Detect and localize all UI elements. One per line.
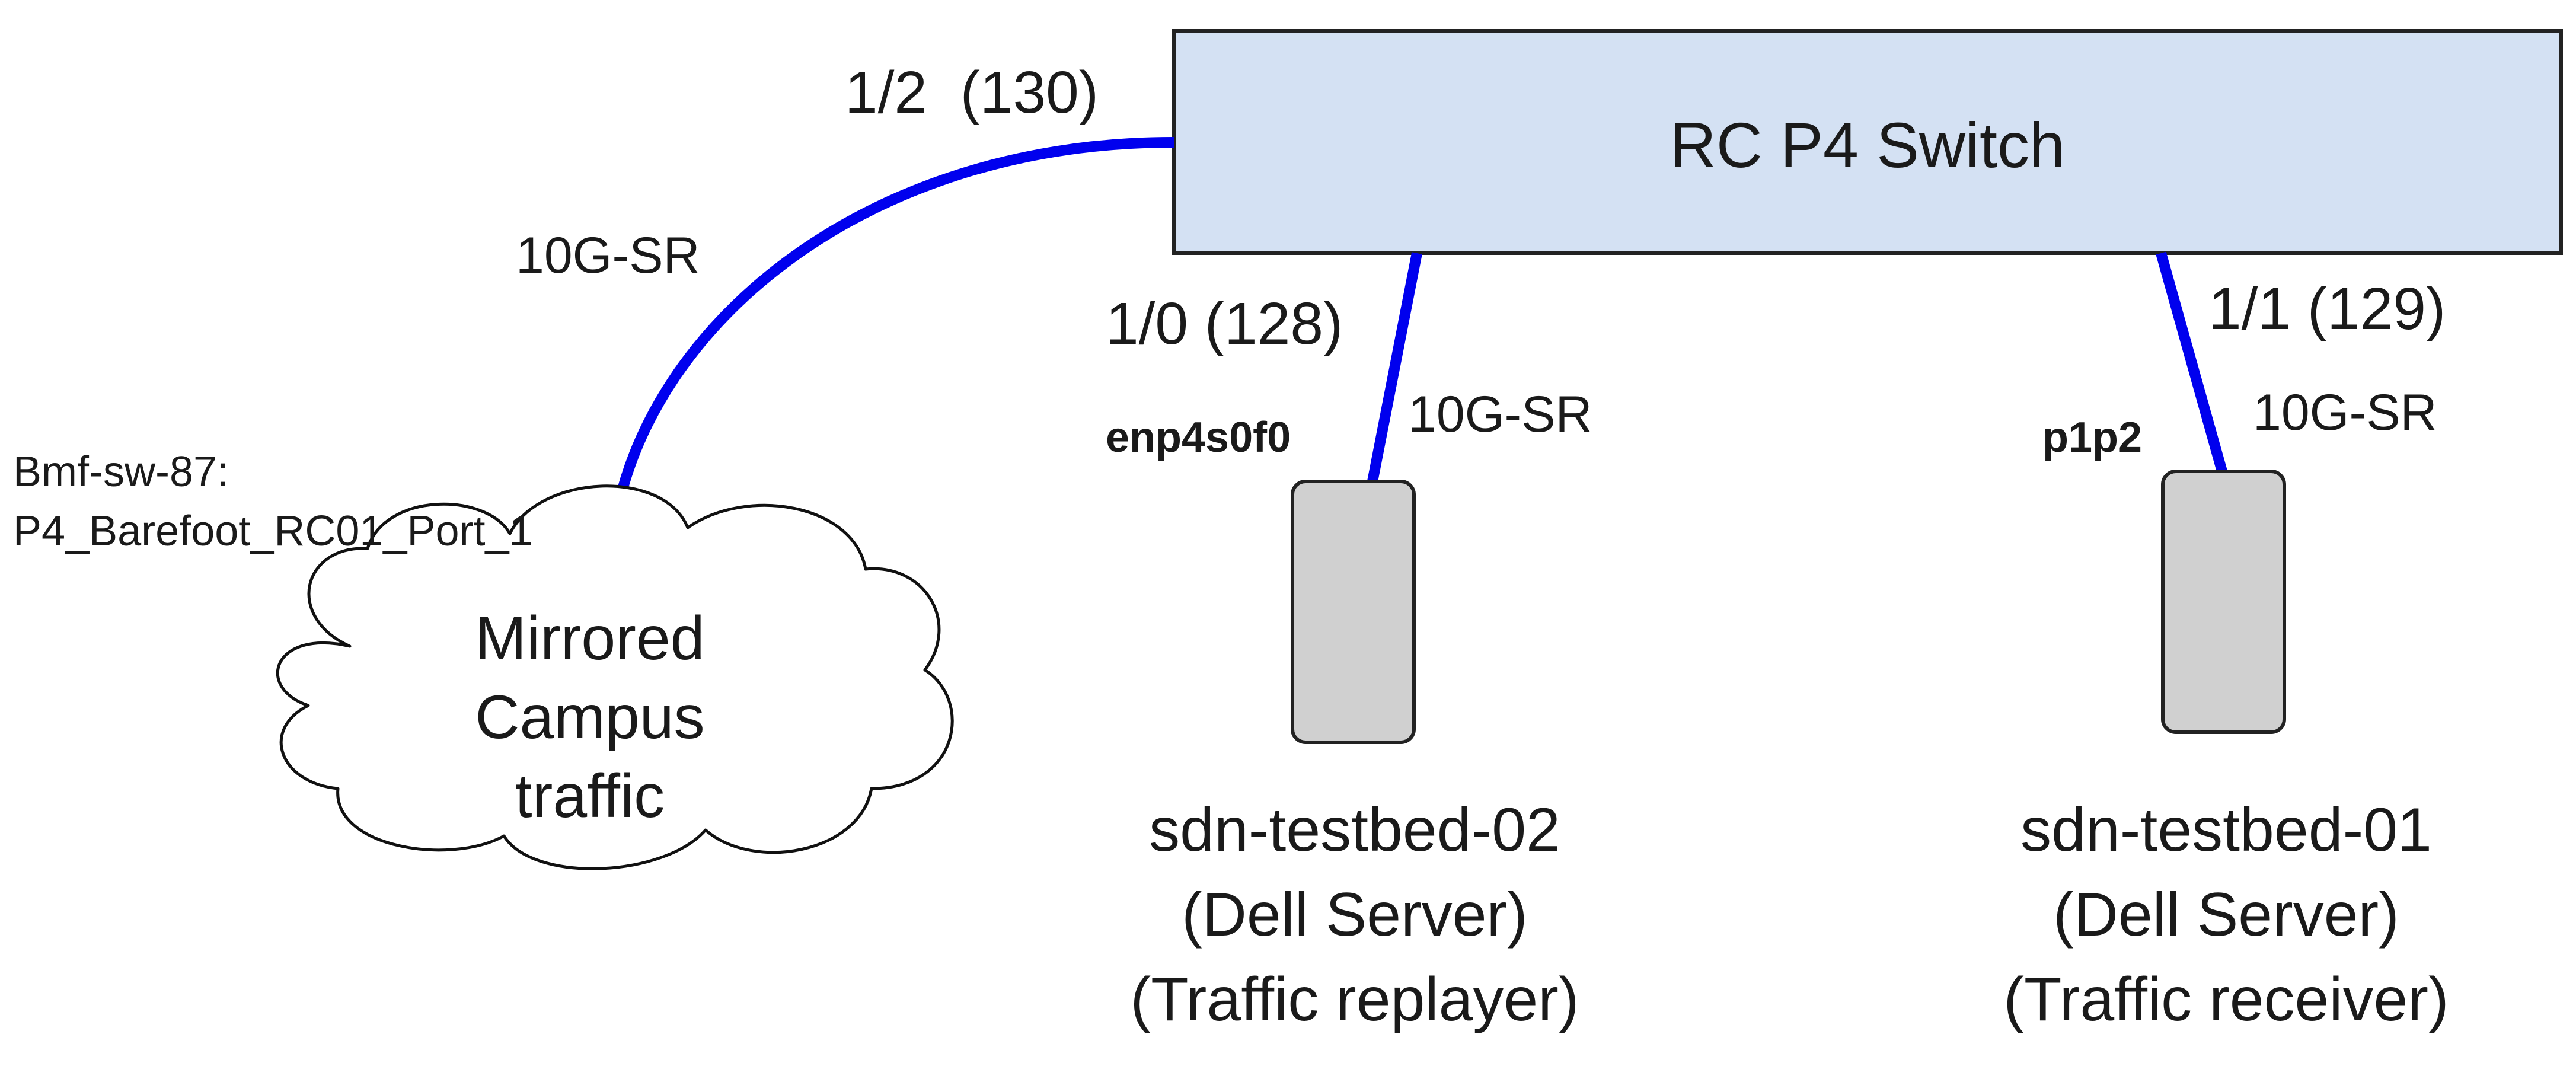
interface-label-receiver: p1p2 [2042, 414, 2142, 461]
tap-label-line-2: P4_Barefoot_RC01_Port_1 [13, 508, 533, 555]
server-receiver-caption-line-1: sdn-testbed-01 [2020, 796, 2432, 864]
server-replayer[interactable] [1291, 480, 1416, 744]
interface-label-replayer: enp4s0f0 [1106, 414, 1291, 461]
port-label-uplink: 1/2 (130) [845, 59, 1099, 126]
p4-switch[interactable] [1172, 29, 2563, 255]
server-replayer-caption-line-1: sdn-testbed-02 [1149, 796, 1560, 864]
server-replayer-caption-line-2: (Dell Server) [1182, 880, 1528, 949]
server-caption-replayer: sdn-testbed-02 (Dell Server) (Traffic re… [1130, 796, 1579, 1034]
port-label-receiver: 1/1 (129) [2208, 276, 2446, 342]
server-receiver[interactable] [2161, 470, 2286, 734]
mirrored-traffic-cloud: Mirrored Campus traffic [276, 484, 954, 870]
link-type-replayer: 10G-SR [1408, 386, 1592, 443]
server-caption-receiver: sdn-testbed-01 (Dell Server) (Traffic re… [2003, 796, 2449, 1034]
cloud-label-line-3: traffic [515, 762, 665, 831]
replayer-cable [1367, 252, 1422, 483]
cloud-label-line-2: Campus [475, 683, 704, 752]
cloud-label-line-1: Mirrored [475, 604, 704, 673]
switch-label: RC P4 Switch [1670, 109, 2065, 181]
server-replayer-caption-line-3: (Traffic replayer) [1130, 965, 1579, 1034]
tap-label-line-1: Bmf-sw-87: [13, 448, 229, 496]
receiver-cable [2156, 251, 2227, 473]
uplink-cable [605, 137, 1174, 585]
link-type-uplink: 10G-SR [516, 227, 700, 284]
server-receiver-caption-line-2: (Dell Server) [2053, 880, 2399, 949]
cloud-shape [276, 484, 954, 870]
server-receiver-caption-line-3: (Traffic receiver) [2003, 965, 2449, 1034]
link-type-receiver: 10G-SR [2253, 384, 2437, 441]
port-label-replayer: 1/0 (128) [1106, 291, 1343, 357]
